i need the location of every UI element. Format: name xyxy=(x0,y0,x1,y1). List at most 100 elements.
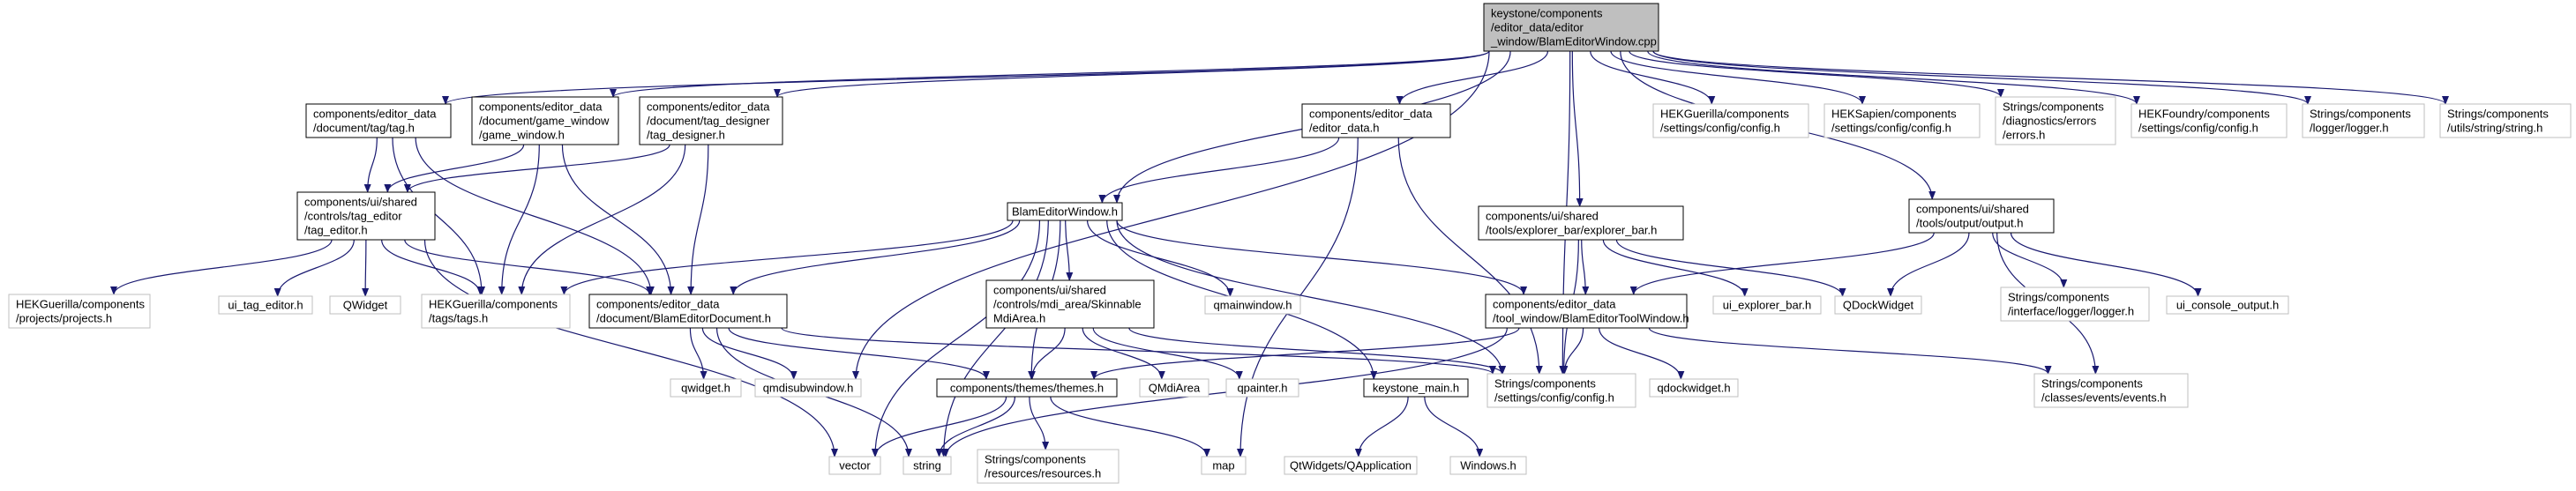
node-qmdisubwindow: qmdisubwindow.h xyxy=(754,378,862,398)
node-label-line: /document/tag/tag.h xyxy=(313,122,415,135)
edge-root-to-qmdisubwindow xyxy=(852,50,1490,380)
node-label-line: QWidget xyxy=(343,299,388,312)
node-tag-designer[interactable]: components/editor_data/document/tag_desi… xyxy=(639,96,783,145)
edge-tag_editor-to-projects xyxy=(110,239,333,295)
node-game-window[interactable]: components/editor_data/document/game_win… xyxy=(471,96,619,145)
node-box xyxy=(1201,456,1247,475)
edge-root-to-heks_config xyxy=(1610,50,1866,105)
node-projects: HEKGuerilla/components/projects/projects… xyxy=(8,294,151,329)
node-resources: Strings/components/resources/resources.h xyxy=(977,449,1120,484)
node-box xyxy=(1908,198,2055,234)
edge-tag_editor-to-vector xyxy=(423,239,838,458)
edge-blam_window_h-to-string xyxy=(940,219,1049,458)
edge-tag_h-to-tags xyxy=(392,137,486,295)
node-label-line: HEKSapien/components xyxy=(1831,108,1957,121)
node-box xyxy=(639,96,783,145)
node-label-line: ui_tag_editor.h xyxy=(228,299,303,312)
node-blam-window-h[interactable]: BlamEditorWindow.h xyxy=(1007,202,1123,221)
node-heks-config: HEKSapien/components/settings/config/con… xyxy=(1823,103,1981,138)
node-box xyxy=(754,378,862,398)
node-logger: Strings/components/logger/logger.h xyxy=(2302,103,2425,138)
node-output-h[interactable]: components/ui/shared/tools/output/output… xyxy=(1908,198,2055,234)
node-label-line: components/ui/shared xyxy=(1916,203,2029,216)
node-editor-data-h[interactable]: components/editor_data/editor_data.h xyxy=(1301,103,1451,138)
edge-mdi_area-to-qmdiarea xyxy=(1082,327,1165,380)
edge-tool_window-to-settings_config xyxy=(1561,327,1584,375)
edge-themes-to-map xyxy=(1050,396,1210,458)
node-label-line: /settings/config/config.h xyxy=(1660,122,1780,135)
node-label-line: components/ui/shared xyxy=(1486,210,1599,223)
node-themes[interactable]: components/themes/themes.h xyxy=(936,378,1118,398)
node-label-line: /document/BlamEditorDocument.h xyxy=(596,312,771,325)
edge-mdi_area-to-themes xyxy=(1028,327,1066,380)
node-label-line: _window/BlamEditorWindow.cpp xyxy=(1490,35,1657,48)
edge-tool_window-to-qdockwidget_h xyxy=(1599,327,1685,380)
edge-tag_editor-to-qwidget xyxy=(362,239,370,297)
edge-themes-to-resources xyxy=(1029,396,1050,450)
edge-tag_editor-to-blam_doc xyxy=(404,239,654,295)
node-box xyxy=(1483,3,1659,52)
edge-editor_data_h-to-blam_window_h xyxy=(1098,137,1340,204)
node-label-line: MdiArea.h xyxy=(993,312,1045,325)
node-label-line: qpainter.h xyxy=(1237,382,1287,395)
node-box xyxy=(218,295,313,315)
edge-output_h-to-ui_console xyxy=(2010,232,2202,297)
node-box xyxy=(588,294,788,329)
node-ui-console: ui_console_output.h xyxy=(2166,295,2289,315)
node-box xyxy=(1007,202,1123,221)
node-keystone-main[interactable]: keystone_main.h xyxy=(1363,378,1469,398)
node-label-line: string xyxy=(913,459,941,472)
node-label-line: /settings/config/config.h xyxy=(2138,122,2258,135)
node-label-line: /tools/explorer_bar/explorer_bar.h xyxy=(1486,224,1657,237)
node-mdi-area[interactable]: components/ui/shared/controls/mdi_area/S… xyxy=(985,279,1155,329)
node-hekg-config: HEKGuerilla/components/settings/config/c… xyxy=(1652,103,1809,138)
node-box xyxy=(1652,103,1809,138)
node-label-line: /settings/config/config.h xyxy=(1494,391,1614,405)
edge-blam_window_h-to-tool_window xyxy=(1116,219,1527,295)
node-label-line: qmdisubwindow.h xyxy=(763,382,854,395)
node-qwidget-h: qwidget.h xyxy=(670,378,742,398)
node-label-line: /editor_data/editor xyxy=(1491,21,1584,34)
edge-mdi_area-to-qpainter xyxy=(1092,327,1243,380)
edge-blam_doc-to-themes xyxy=(728,327,990,380)
node-label-line: /classes/events/events.h xyxy=(2041,391,2167,405)
node-label-line: ui_console_output.h xyxy=(2176,299,2279,312)
node-map: map xyxy=(1201,456,1247,475)
edge-root-to-explorer_bar xyxy=(1571,50,1584,207)
node-windows-h: Windows.h xyxy=(1449,456,1527,475)
node-label-line: HEKGuerilla/components xyxy=(429,298,558,311)
node-box xyxy=(2130,103,2288,138)
node-box xyxy=(1649,378,1739,398)
node-box xyxy=(1363,378,1469,398)
node-box xyxy=(1823,103,1981,138)
node-label-line: /interface/logger/logger.h xyxy=(2008,305,2134,318)
node-box xyxy=(296,191,436,241)
edge-explorer_bar-to-ui_explorer_bar xyxy=(1602,239,1749,297)
node-label-line: /tools/output/output.h xyxy=(1916,217,2023,230)
node-string-h: Strings/components/utils/string/string.h xyxy=(2439,103,2572,138)
node-label-line: keystone/components xyxy=(1491,7,1603,20)
edge-mdi_area-to-settings_config xyxy=(1128,327,1507,375)
node-label-line: Strings/components xyxy=(2310,108,2411,121)
node-label-line: /game_window.h xyxy=(479,129,565,142)
node-tag-editor[interactable]: components/ui/shared/controls/tag_editor… xyxy=(296,191,436,241)
node-box xyxy=(1995,96,2116,145)
edge-keystone_main-to-windows_h xyxy=(1424,396,1484,458)
edge-blam_doc-to-qwidget_h xyxy=(689,327,708,380)
node-blam-doc[interactable]: components/editor_data/document/BlamEdit… xyxy=(588,294,788,329)
node-root[interactable]: keystone/components/editor_data/editor_w… xyxy=(1483,3,1659,52)
edge-editor_data_h-to-settings_config xyxy=(1397,137,1543,375)
node-label-line: BlamEditorWindow.h xyxy=(1012,205,1118,219)
node-tags: HEKGuerilla/components/tags/tags.h xyxy=(421,294,571,329)
node-explorer-bar[interactable]: components/ui/shared/tools/explorer_bar/… xyxy=(1478,205,1684,241)
node-box xyxy=(421,294,571,329)
node-tool-window[interactable]: components/editor_data/tool_window/BlamE… xyxy=(1485,294,1689,329)
node-box xyxy=(2302,103,2425,138)
node-tag-h[interactable]: components/editor_data/document/tag/tag.… xyxy=(305,103,452,138)
edge-blam_window_h-to-tags xyxy=(560,219,1014,295)
edge-blam_doc-to-qmdisubwindow xyxy=(701,327,798,380)
node-box xyxy=(1486,373,1636,408)
node-box xyxy=(1834,295,1922,315)
node-label-line: vector xyxy=(839,459,871,472)
node-label-line: /settings/config/config.h xyxy=(1831,122,1951,135)
